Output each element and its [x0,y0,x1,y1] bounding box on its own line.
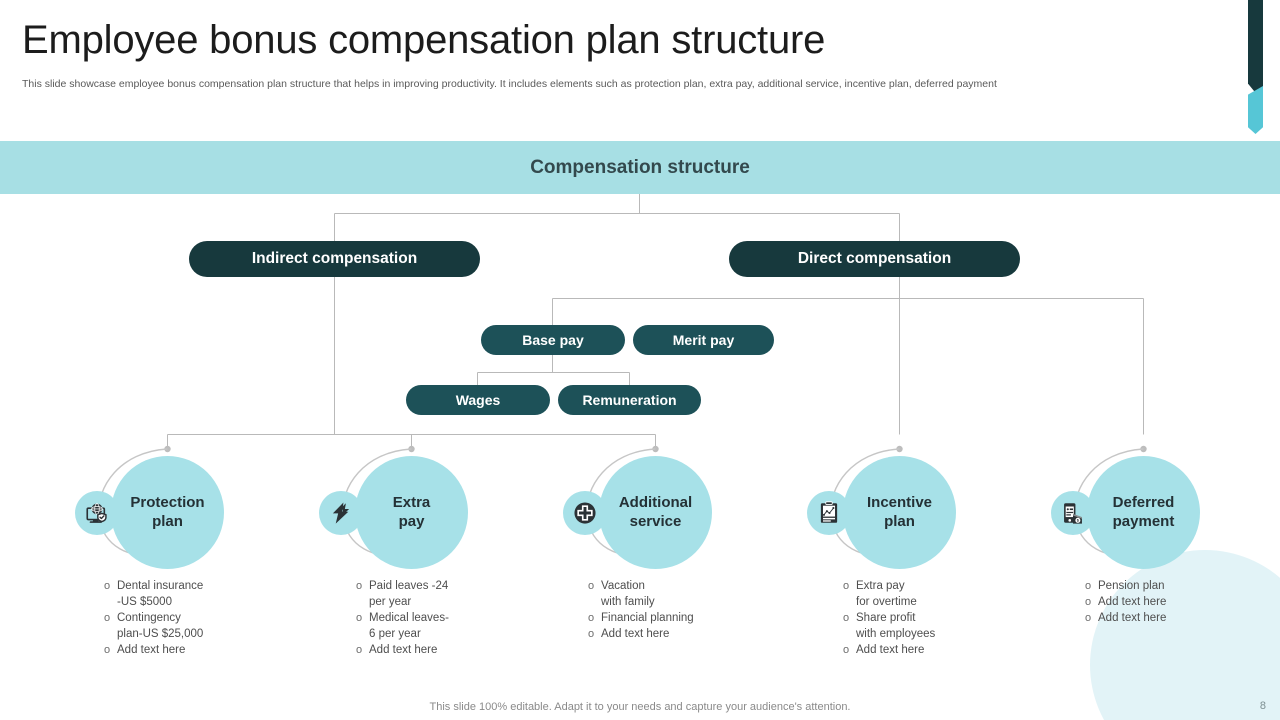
plus-circle-icon [563,491,607,535]
bullet-marker: o [843,580,850,592]
node-wages-label: Wages [455,392,501,408]
list-item: o Add text here [1085,611,1265,627]
bullet-text: Vacation with family [601,580,655,608]
bullet-text: Add text here [117,643,186,656]
bullet-marker: o [588,611,595,624]
list-item: o Share profit with employees [843,611,1023,643]
branch-additional-service-bullets: o Vacation with family o Financial plann… [588,579,768,643]
bullet-marker: o [104,580,111,592]
list-item: o Dental insurance -US $5000 [104,579,284,611]
clipboard-chart-icon-glyph [820,501,838,523]
list-item: o Add text here [588,627,768,643]
branch-protection-plan-title: Protection plan [130,494,205,530]
branch-incentive-plan-bullets: o Extra pay for overtime o Share profit … [843,579,1023,659]
clipboard-chart-icon [807,491,851,535]
list-item: o Financial planning [588,611,768,627]
decorative-bar-cyan-segment [1248,86,1263,134]
page-number: 8 [1259,700,1266,712]
node-remuneration-label: Remuneration [582,392,677,408]
bullet-text: Dental insurance -US $5000 [117,580,204,608]
node-wages[interactable]: Wages [406,385,550,415]
list-item: o Medical leaves- 6 per year [356,611,536,643]
list-item: o Extra pay for overtime [843,579,1023,611]
bullet-marker: o [104,643,111,656]
mobile-wallet-icon: $ [1051,491,1095,535]
bullet-marker: o [588,580,595,592]
bullet-marker: o [1085,611,1092,624]
bullet-text: Share profit with employees [856,611,936,640]
node-base-pay-label: Base pay [522,332,584,348]
node-remuneration[interactable]: Remuneration [558,385,701,415]
node-merit-pay[interactable]: Merit pay [633,325,774,355]
decorative-corner-bar [1248,0,1263,134]
bullet-text: Financial planning [601,611,694,624]
bullet-text: Extra pay for overtime [856,580,917,608]
bullet-marker: o [588,627,595,640]
list-item: o Add text here [356,643,536,659]
bullet-text: Contingency plan-US $25,000 [117,611,204,640]
bullet-text: Add text here [601,627,670,640]
compensation-structure-banner: Compensation structure [0,141,1280,194]
branch-protection-plan-circle[interactable]: Protection plan [111,456,224,569]
list-item: o Vacation with family [588,579,768,611]
node-base-pay[interactable]: Base pay [481,325,625,355]
lightning-bolt-icon [319,491,363,535]
bullet-text: Add text here [856,643,925,656]
node-indirect-compensation[interactable]: Indirect compensation [189,241,480,277]
bullet-text: Pension plan [1098,580,1165,592]
branch-deferred-payment-bullets: o Pension plan o Add text here o Add tex… [1085,579,1265,627]
bullet-text: Medical leaves- 6 per year [369,611,449,640]
bullet-text: Add text here [1098,595,1167,608]
branch-extra-pay-title: Extra pay [392,494,431,530]
footer-note: This slide 100% editable. Adapt it to yo… [429,701,851,713]
decorative-bar-dark-segment [1248,0,1263,102]
bullet-marker: o [356,580,363,592]
branch-additional-service-circle[interactable]: Additional service [599,456,712,569]
bullet-text: Paid leaves -24 per year [369,580,449,608]
branch-extra-pay-bullets: o Paid leaves -24 per year o Medical lea… [356,579,536,659]
page-subtitle: This slide showcase employee bonus compe… [22,78,997,90]
bullet-marker: o [1085,595,1092,608]
branch-incentive-plan-circle[interactable]: Incentive plan [843,456,956,569]
node-direct-compensation[interactable]: Direct compensation [729,241,1020,277]
plus-circle-icon-glyph [574,502,596,524]
branch-deferred-payment-title: Deferred payment [1112,494,1175,530]
mobile-wallet-icon-glyph: $ [1064,503,1082,524]
node-indirect-compensation-label: Indirect compensation [251,250,418,267]
node-merit-pay-label: Merit pay [672,332,735,348]
svg-text:$: $ [1077,518,1080,523]
banner-label: Compensation structure [530,156,750,178]
bullet-text: Add text here [369,643,438,656]
branch-incentive-plan-title: Incentive plan [866,494,933,530]
branch-deferred-payment-circle[interactable]: Deferred payment [1087,456,1200,569]
bullet-marker: o [1085,580,1092,592]
branch-extra-pay-circle[interactable]: Extra pay [355,456,468,569]
bullet-marker: o [356,611,363,624]
list-item: o Contingency plan-US $25,000 [104,611,284,643]
page-title: Employee bonus compensation plan structu… [22,18,826,62]
branch-additional-service-title: Additional service [618,494,693,530]
bullet-marker: o [356,643,363,656]
monitor-globe-shield-icon [75,491,119,535]
bullet-marker: o [843,643,850,656]
lightning-bolt-icon-glyph [332,502,350,524]
bullet-marker: o [843,611,850,624]
bullet-marker: o [104,611,111,624]
branch-protection-plan-bullets: o Dental insurance -US $5000 o Contingen… [104,579,284,659]
list-item: o Add text here [843,643,1023,659]
list-item: o Pension plan [1085,579,1265,595]
bullet-text: Add text here [1098,611,1167,624]
list-item: o Add text here [104,643,284,659]
list-item: o Paid leaves -24 per year [356,579,536,611]
monitor-globe-shield-icon-glyph [86,503,107,523]
list-item: o Add text here [1085,595,1265,611]
node-direct-compensation-label: Direct compensation [797,250,952,267]
